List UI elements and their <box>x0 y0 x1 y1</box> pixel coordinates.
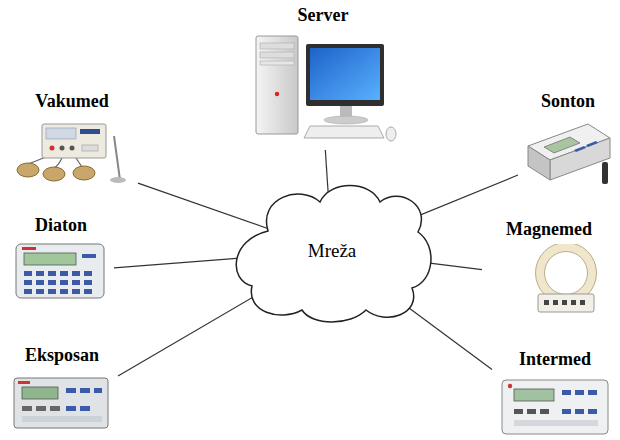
device-node: Eksposan <box>6 344 118 436</box>
device-name: Server <box>244 4 402 26</box>
device-node: Intermed <box>492 348 618 438</box>
device-name: Diaton <box>8 214 114 236</box>
device-name: Sonton <box>518 90 618 112</box>
device-node: Vakumed <box>6 90 138 190</box>
device-name: Vakumed <box>6 90 138 112</box>
diadynamic-device <box>14 242 106 300</box>
vacuum-device <box>12 118 132 188</box>
network-label: Mreža <box>308 240 357 262</box>
ultrasound-device <box>524 118 612 190</box>
device-node: Sonton <box>518 90 618 194</box>
device-node: Diaton <box>8 214 114 304</box>
device-name: Eksposan <box>6 344 118 366</box>
device-name: Magnemed <box>482 218 616 240</box>
network-link <box>138 183 274 231</box>
interference-device <box>500 376 610 436</box>
device-node: Magnemed <box>482 218 616 314</box>
network-cloud: Mreža <box>228 176 436 326</box>
exposure-device <box>12 372 110 432</box>
magnetic-ring-device <box>532 244 600 314</box>
server-computer <box>248 34 398 146</box>
device-node: Server <box>244 4 402 150</box>
device-name: Intermed <box>492 348 618 370</box>
